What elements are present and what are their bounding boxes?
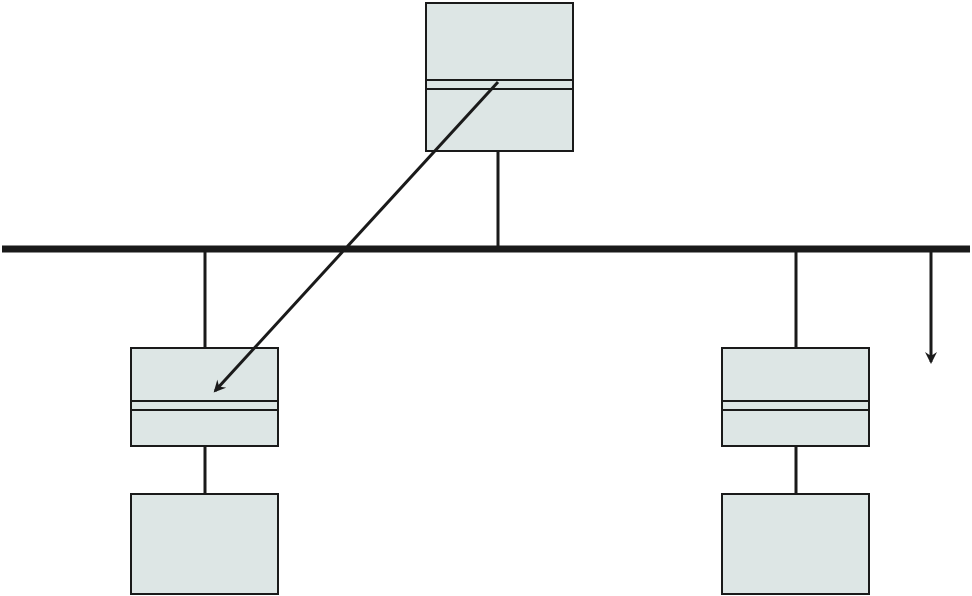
transfer-arrow	[213, 80, 500, 393]
right-node	[721, 347, 870, 447]
left-node	[130, 347, 279, 447]
top-node	[425, 2, 574, 152]
right-device	[721, 493, 870, 595]
left-device	[130, 493, 279, 595]
